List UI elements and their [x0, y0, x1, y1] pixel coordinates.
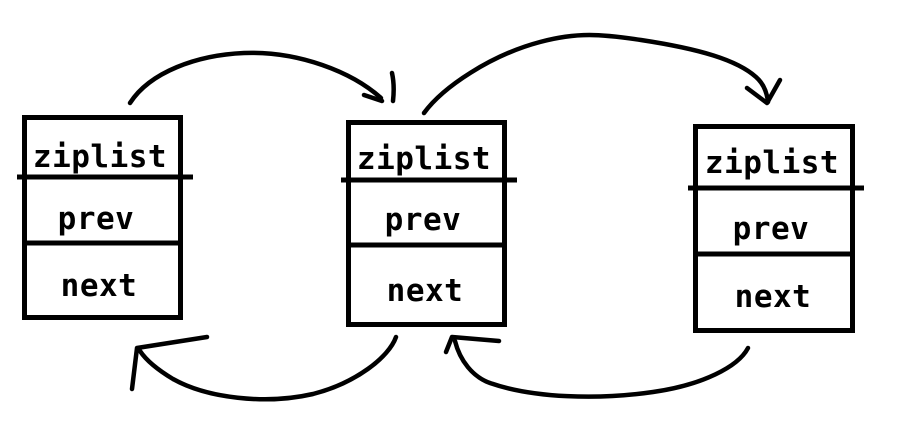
prev-arrow-3-2-arrowhead	[443, 334, 502, 355]
prev-arrow-2-1-curve	[137, 334, 399, 402]
prev-arrow-node3-to-node2	[443, 334, 751, 399]
node-2-box	[346, 120, 507, 327]
node-2-header-label: ziplist	[357, 141, 491, 177]
node-1-prev-label: prev	[58, 201, 135, 237]
node-3-next-label: next	[735, 279, 812, 315]
prev-arrow-node2-to-node1	[129, 334, 399, 402]
node-2-prev-label: prev	[385, 202, 462, 238]
prev-arrow-2-1-arrowhead	[129, 334, 210, 392]
next-arrow-1-2-arrowhead	[361, 70, 396, 104]
node-3-prev-label: prev	[733, 211, 810, 247]
next-arrow-node2-to-node3	[421, 32, 783, 116]
node-3-box	[693, 124, 855, 333]
node-3-header-label: ziplist	[705, 145, 839, 181]
next-arrow-node1-to-node2	[127, 50, 396, 106]
ziplist-node-3: ziplist prev next	[688, 124, 864, 333]
ziplist-node-2: ziplist prev next	[341, 120, 517, 327]
prev-arrow-3-2-curve	[452, 338, 751, 399]
node-1-box	[22, 115, 183, 320]
next-arrow-2-3-curve	[421, 32, 771, 116]
node-1-next-label: next	[61, 268, 138, 304]
next-arrow-1-2-curve	[127, 50, 384, 106]
node-1-header-label: ziplist	[33, 139, 167, 175]
next-arrow-2-3-arrowhead	[744, 77, 783, 106]
ziplist-node-1: ziplist prev next	[17, 115, 193, 320]
node-2-next-label: next	[387, 273, 464, 309]
